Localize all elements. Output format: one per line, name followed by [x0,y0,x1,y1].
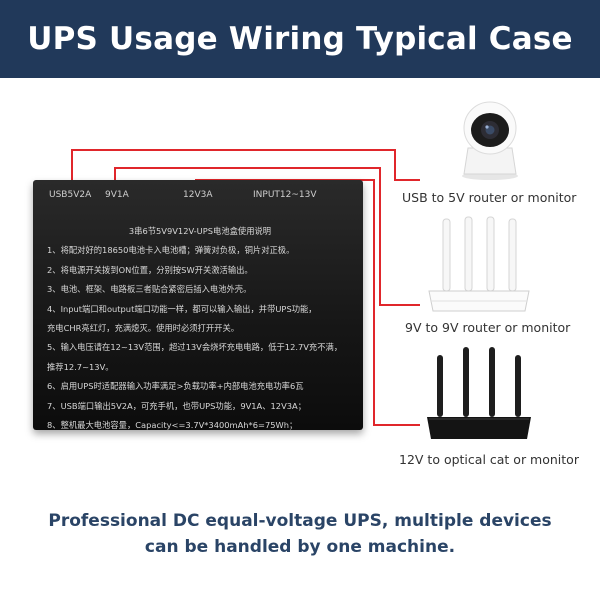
manual-line: 3、电池、框架、电路板三者贴合紧密后插入电池外壳。 [47,284,252,295]
manual-line: 1、将配对好的18650电池卡入电池槽；弹簧对负极，铜片对正极。 [47,245,295,256]
footer-line-1: Professional DC equal-voltage UPS, multi… [48,511,552,531]
header-banner: UPS Usage Wiring Typical Case [0,0,600,78]
ups-box-panel [33,180,363,430]
manual-line: 2、将电源开关拨到ON位置，分别按SW开关激活输出。 [47,264,253,275]
page-title: UPS Usage Wiring Typical Case [27,21,573,57]
footer-caption: Professional DC equal-voltage UPS, multi… [0,508,600,560]
manual-line: 充电CHR亮红灯，充满熄灭。使用时必须打开开关。 [47,323,240,334]
camera-icon [462,101,518,180]
device-label-white-router: 9V to 9V router or monitor [405,320,571,335]
wire-usb-camera [71,149,420,200]
ups-battery-box: USB5V2A 9V1A 12V3A INPUT12~13V 3串6节5V9V1… [33,180,363,430]
manual-line: 5、输入电压请在12~13V范围，超过13V会烧坏充电电路，低于12.7V充不满… [47,342,343,353]
port-label-9v: 9V1A [105,190,129,200]
manual-line: 6、启用UPS时适配器输入功率满足>负载功率+内部电池充电功率6瓦 [47,381,304,392]
manual-title: 3串6节5V9V12V-UPS电池盒使用说明 [128,226,272,236]
wire-9v-router [114,167,420,306]
white-router-icon [428,216,530,312]
device-label-black-router: 12V to optical cat or monitor [399,452,579,467]
port-label-input: INPUT12~13V [253,190,317,200]
footer-line-2: can be handled by one machine. [144,537,456,557]
manual-line: 8、整机最大电池容量，Capacity<=3.7V*3400mAh*6=75Wh… [47,420,298,431]
black-router-icon [427,347,531,439]
device-label-camera: USB to 5V router or monitor [402,190,577,205]
manual-panel: 3串6节5V9V12V-UPS电池盒使用说明 1、将配对好的18650电池卡入电… [47,222,353,435]
port-label-usb: USB5V2A [49,190,92,200]
manual-line: 7、USB端口输出5V2A，可充手机，也带UPS功能，9V1A、12V3A； [47,400,307,411]
manual-line: 4、Input端口和output端口功能一样，都可以输入输出，并带UPS功能， [47,303,317,314]
port-label-12v: 12V3A [183,190,213,200]
manual-line: 推荐12.7~13V。 [47,361,114,372]
